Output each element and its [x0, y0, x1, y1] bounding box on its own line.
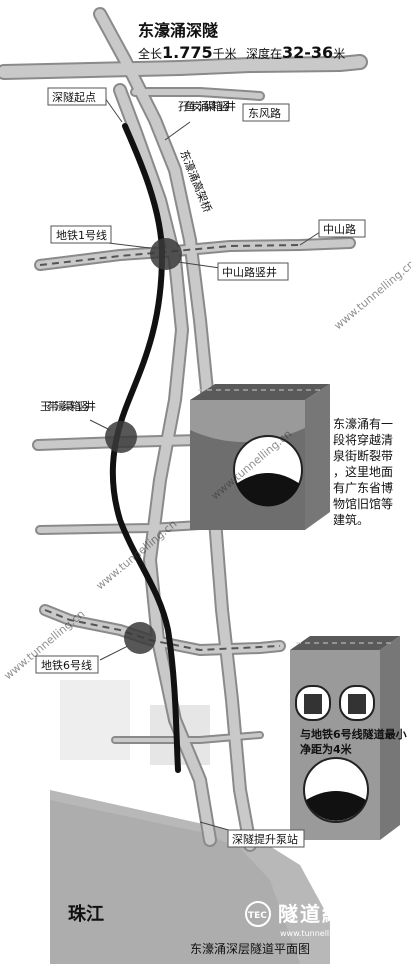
logo-mark: TEC [248, 911, 267, 921]
label-yudai-shaft: 玉带濠渠箱竖井 [40, 399, 96, 413]
fault-note: 东濠涌有一段将穿越清泉街断裂带，这里地面有广东省博物馆旧馆等建筑。 [333, 416, 393, 527]
node-yudai-shaft [105, 421, 137, 453]
tunnel-length: 全长1.775千米 [138, 43, 237, 62]
label-dongfeng-road: 东风路 [248, 107, 281, 120]
depth-value: 32-36 [282, 43, 333, 62]
label-box-metro1 [50, 225, 112, 244]
label-box-zhongshan [318, 219, 366, 238]
map-footer-caption: 东濠涌深层隧道平面图 [190, 941, 310, 956]
label-box-start [47, 87, 107, 106]
label-zhongshan-road: 中山路 [323, 223, 356, 236]
note-line: 泉街断裂带 [333, 448, 393, 463]
label-metro6: 地铁6号线 [41, 658, 92, 672]
note-line: 东濠涌有一 [333, 416, 393, 431]
label-zhongshan-shaft: 中山路竖井 [222, 265, 277, 279]
length-unit: 千米 [213, 47, 237, 61]
label-box-dongfeng [242, 103, 290, 122]
map-title: 东濠涌深隧 [138, 21, 218, 40]
label-start: 深隧起点 [52, 90, 96, 104]
label-yuyugang-shaft: 孖鱼岗涌渠箱竖井 [178, 99, 236, 113]
depth-unit: 米 [333, 47, 345, 61]
label-box-pump [227, 829, 305, 848]
depth-prefix: 深度在 [246, 46, 282, 61]
logo-url: www.tunnelling.cn [280, 929, 354, 938]
length-value: 1.775 [162, 43, 213, 62]
node-zhongshan-shaft [150, 238, 182, 270]
note-line: 与地铁6号线隧道最小 [300, 727, 407, 741]
site-logo: TEC 隧道網 www.tunnelling.cn [245, 901, 354, 938]
label-pearl-river: 珠江 [68, 904, 104, 925]
note-line: 建筑。 [333, 512, 369, 527]
river-bank-dark [50, 800, 300, 964]
note-line: 物馆旧馆等 [333, 496, 393, 511]
leader-lines [89, 97, 321, 837]
label-pump-station: 深隧提升泵站 [232, 832, 298, 846]
metro-line-6 [44, 609, 281, 652]
watermark-text: www.tunnelling.cn [332, 257, 411, 332]
fault-block-diagram [190, 384, 330, 530]
label-box-zhongshan-shaft [217, 262, 289, 281]
note-line: 有广东省博 [333, 480, 393, 495]
note-line: ，这里地面 [333, 464, 393, 479]
note-line: 净距为4米 [300, 742, 353, 756]
length-prefix: 全长 [138, 46, 162, 61]
note-line: 段将穿越清 [333, 432, 393, 447]
label-box-metro6 [35, 655, 99, 674]
logo-name: 隧道網 [278, 902, 344, 926]
metro6-block-diagram [290, 636, 400, 840]
metro6-note: 与地铁6号线隧道最小净距为4米 [300, 727, 407, 756]
node-metro6-crossing [124, 622, 156, 654]
label-metro1: 地铁1号线 [56, 228, 107, 242]
map-block [60, 680, 130, 760]
tunnel-depth: 深度在32-36米 [246, 43, 345, 62]
